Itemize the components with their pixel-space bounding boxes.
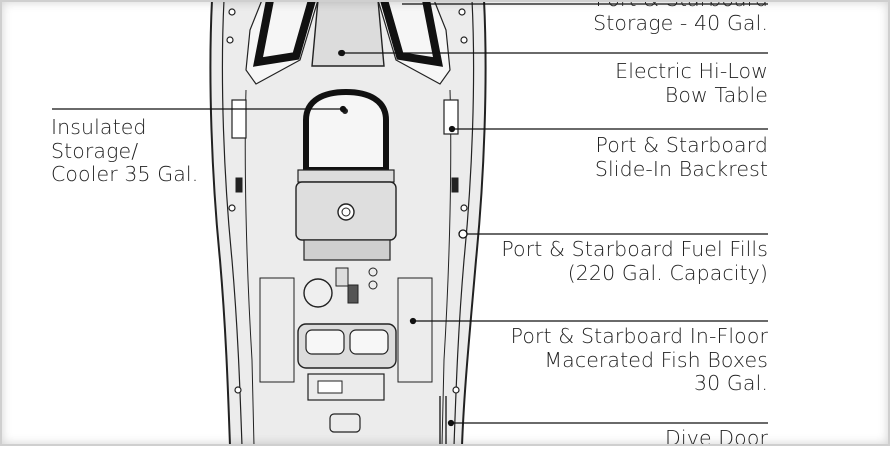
callout-line: Port & Starboard: [593, 0, 768, 12]
bow-table: [311, 0, 385, 67]
callout-line: Bow Table: [664, 82, 768, 107]
callout-backrest: Port & Starboard Slide-In Backrest: [594, 133, 768, 181]
callout-line: Electric Hi-Low: [615, 59, 768, 83]
callout-line: 30 Gal.: [694, 371, 768, 395]
steering-wheel: [303, 278, 333, 308]
dive-door: [439, 396, 447, 446]
callout-dive-door: Dive Door: [665, 426, 768, 451]
callout-bow-table: Electric Hi-Low Bow Table: [615, 59, 768, 107]
callout-line: Port & Starboard Fuel Fills: [501, 237, 768, 261]
callout-line: Slide-In Backrest: [594, 156, 768, 181]
bow-seat-stbd-border: [380, 0, 444, 67]
callout-storage-40: Port & Starboard Storage - 40 Gal.: [593, 0, 768, 35]
bow-seat-port-border: [252, 0, 316, 67]
hardware-dots: [226, 8, 468, 394]
callout-line: Storage - 40 Gal.: [593, 10, 768, 35]
leader-lines: [52, 3, 768, 427]
backrest-port: [231, 99, 247, 139]
backrest-stbd: [443, 99, 459, 135]
console-base: [297, 169, 395, 183]
hull: [209, 0, 487, 446]
aft-hatch: [329, 413, 361, 433]
callout-line: Macerated Fish Boxes: [544, 347, 768, 372]
callout-line: Port & Starboard: [595, 133, 768, 157]
console-front-seat: [303, 88, 389, 173]
callout-fish-boxes: Port & Starboard In-Floor Macerated Fish…: [510, 324, 768, 396]
callout-line: Port & Starboard In-Floor: [510, 324, 768, 348]
callout-line: Dive Door: [665, 426, 768, 450]
fish-box-port: [259, 277, 295, 383]
callout-line: Storage/: [51, 138, 139, 163]
callout-fuel-fills: Port & Starboard Fuel Fills (220 Gal. Ca…: [501, 237, 768, 285]
callout-line: Insulated: [51, 115, 147, 139]
callout-insulated-storage: Insulated Storage/ Cooler 35 Gal.: [51, 115, 199, 187]
callout-line: (220 Gal. Capacity): [567, 260, 768, 285]
fish-box-stbd: [397, 277, 433, 383]
callout-line: Cooler 35 Gal.: [51, 162, 199, 186]
gunwale-inner: [221, 0, 475, 446]
